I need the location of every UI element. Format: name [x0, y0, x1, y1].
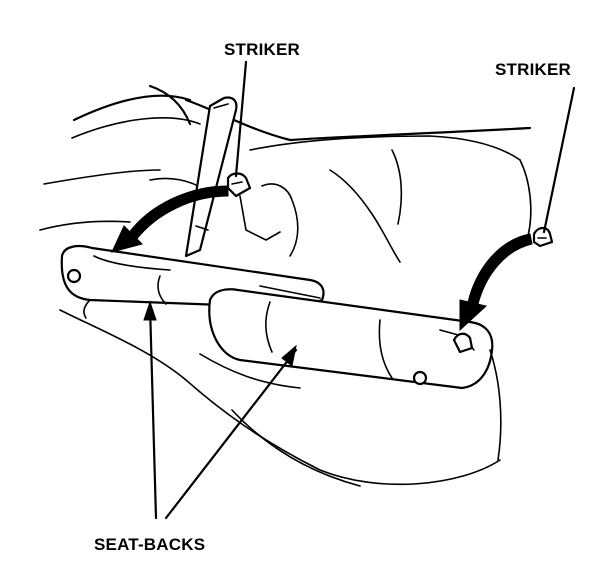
seat-backs-label: SEAT-BACKS [94, 535, 205, 555]
rear-window-outline [72, 86, 530, 140]
right-seat-back [209, 289, 492, 388]
left-striker-bracket [228, 174, 298, 257]
right-striker-bracket [534, 228, 552, 246]
seatback-right-leader-line [166, 350, 296, 518]
striker-label-right: STRIKER [495, 60, 571, 80]
striker-right-leader-line [544, 88, 574, 232]
striker-left-leader-line [236, 62, 246, 176]
striker-label-left: STRIKER [224, 40, 300, 60]
left-fold-arrow [112, 186, 228, 252]
right-fold-arrow [460, 234, 532, 330]
trunk-interior-outline [40, 136, 531, 262]
seatback-left-leader-line [150, 306, 156, 518]
